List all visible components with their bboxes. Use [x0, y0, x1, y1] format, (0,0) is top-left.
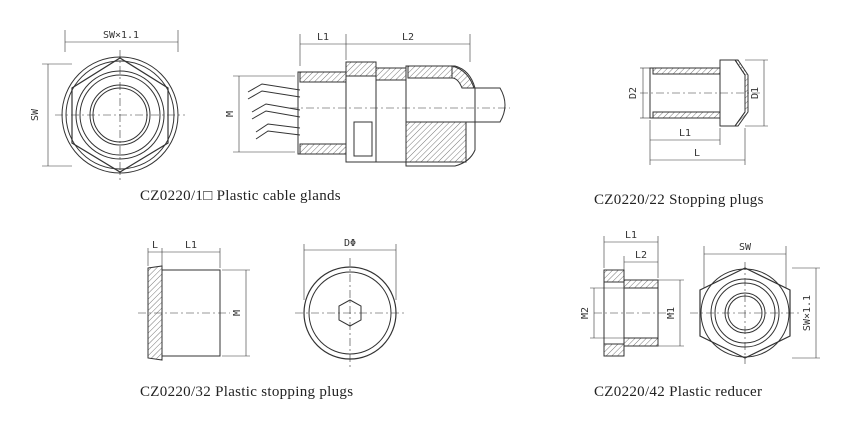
dim-sw-x-gland: SW×1.1	[103, 30, 139, 41]
dim-l1-plug32: L1	[185, 240, 197, 251]
dim-dphi: DΦ	[344, 238, 356, 249]
caption-reducer-42: CZ0220/42 Plastic reducer	[594, 384, 763, 400]
dim-l1-plug22: L1	[679, 128, 691, 139]
reducer-42-side	[590, 236, 684, 357]
reducer-42-front	[690, 246, 820, 364]
stopping-plug-32-side	[138, 248, 250, 361]
dim-sw-x-reducer: SW×1.1	[802, 295, 813, 331]
gland-side-view	[233, 34, 510, 167]
dim-sw-reducer: SW	[739, 242, 752, 253]
stopping-plug-32-front	[295, 244, 405, 368]
dim-d2: D2	[628, 87, 639, 99]
dim-l1-reducer: L1	[625, 230, 637, 241]
dim-m-plug32: M	[232, 310, 243, 316]
dim-l2-gland: L2	[402, 32, 414, 43]
dim-m1: M1	[666, 307, 677, 319]
gland-front-view	[42, 30, 185, 180]
dim-m2: M2	[580, 307, 591, 319]
stopping-plug-22-drawing	[640, 59, 768, 165]
dim-l-plug22: L	[694, 148, 700, 159]
caption-glands: CZ0220/1□ Plastic cable glands	[140, 188, 341, 204]
dim-sw-gland: SW	[30, 108, 41, 121]
caption-stopping-22: CZ0220/22 Stopping plugs	[594, 192, 764, 208]
dim-d1: D1	[750, 87, 761, 99]
dim-l-plug32: L	[152, 240, 158, 251]
caption-stopping-32: CZ0220/32 Plastic stopping plugs	[140, 384, 354, 400]
dim-l1-gland: L1	[317, 32, 329, 43]
dim-l2-reducer: L2	[635, 250, 647, 261]
dim-m-gland: M	[225, 111, 236, 117]
